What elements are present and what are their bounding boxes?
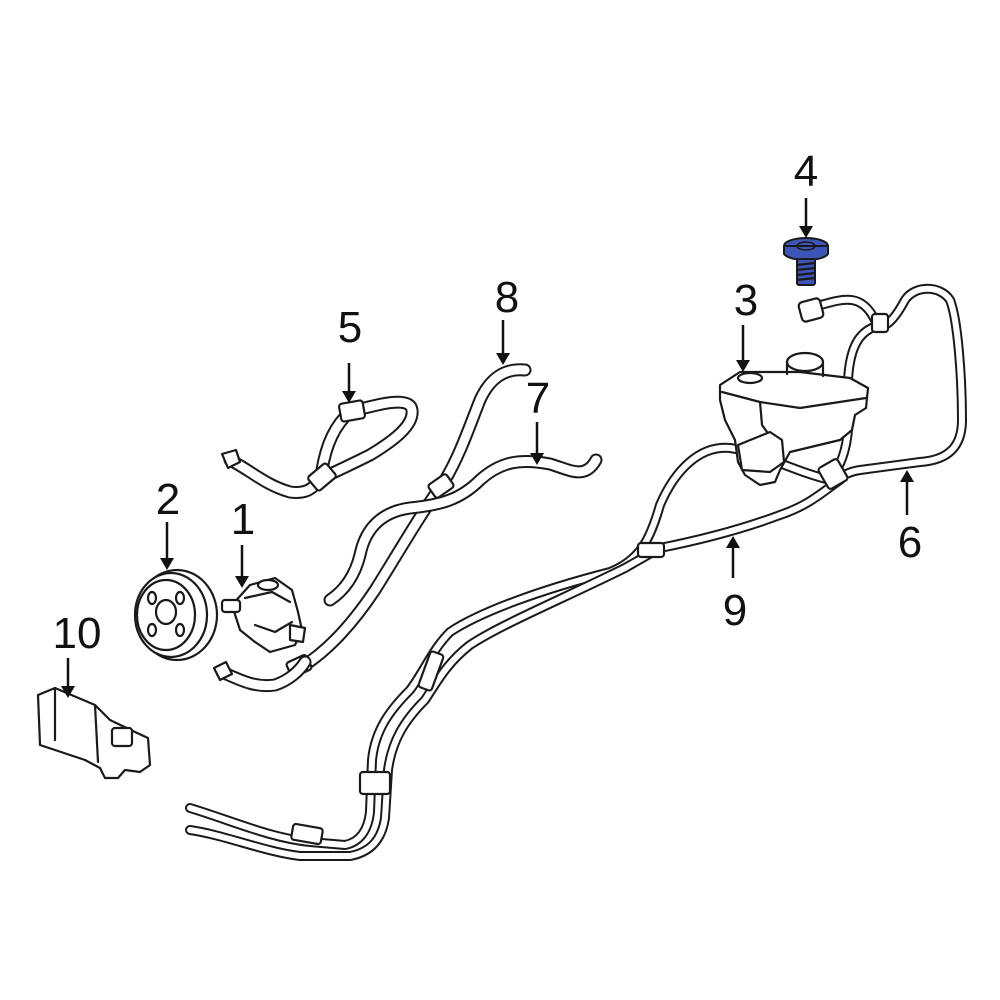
callout-6: 6	[898, 518, 922, 567]
pump-pulley[interactable]	[133, 568, 219, 662]
callout-2: 2	[156, 475, 180, 524]
pressure-hose-5[interactable]	[220, 395, 419, 500]
pump-outlet-line[interactable]	[212, 655, 312, 693]
return-hose-6[interactable]	[797, 283, 967, 490]
callout-7: 7	[526, 374, 550, 423]
power-steering-pump[interactable]	[220, 576, 307, 654]
callout-1: 1	[231, 495, 255, 544]
reservoir-bolt[interactable]	[783, 237, 829, 286]
cooler-line-assembly[interactable]	[185, 442, 845, 861]
leader-arrows	[61, 198, 914, 698]
callout-5: 5	[338, 303, 362, 352]
callout-9: 9	[723, 586, 747, 635]
reservoir[interactable]	[718, 351, 870, 487]
callout-3: 3	[734, 276, 758, 325]
callout-10: 10	[53, 609, 102, 658]
callout-8: 8	[495, 273, 519, 322]
return-hose-7[interactable]	[323, 453, 603, 607]
callout-labels: 4 3 8 7 5 2 1 10 6 9	[53, 147, 923, 658]
steering-gear[interactable]	[36, 686, 152, 780]
callout-4: 4	[794, 147, 818, 196]
